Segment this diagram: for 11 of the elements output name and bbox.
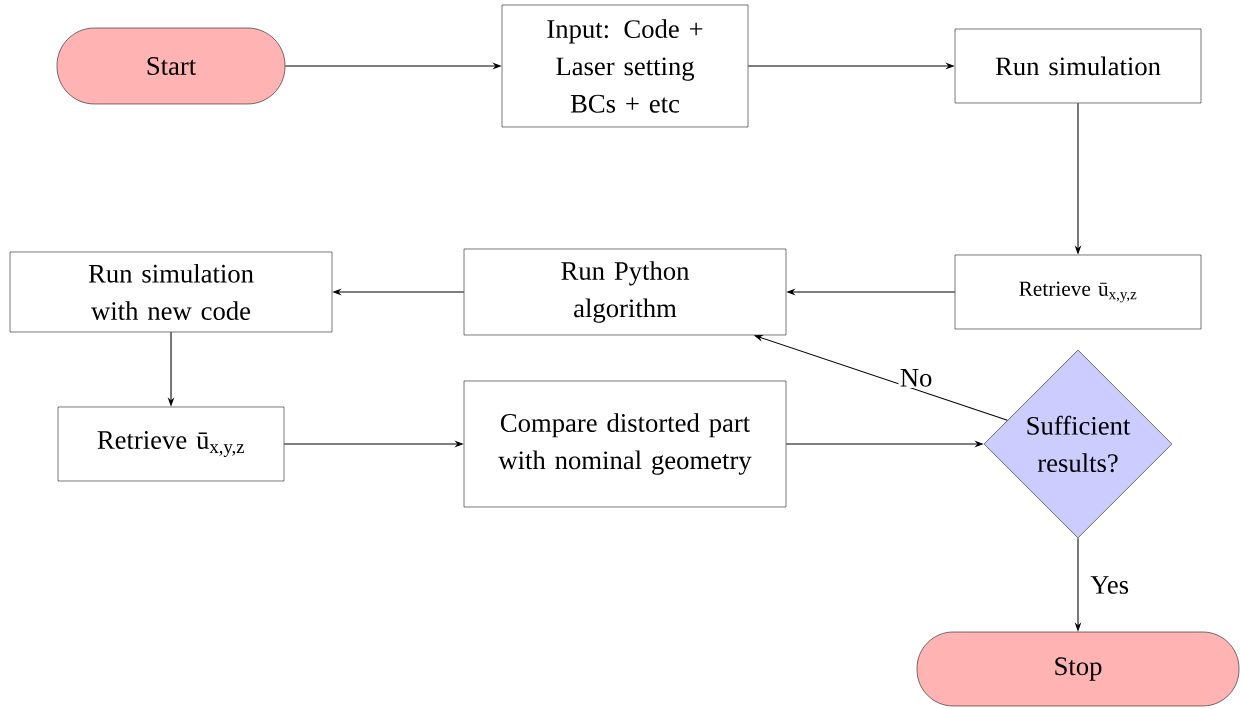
process-box: Retrieve ū$_{x,y,z}$ [954,254,1202,330]
edge-label: Yes [1088,574,1131,596]
process-box: Retrieve ū$_{x,y,z}$ [57,406,285,482]
terminal-box: Stop [916,631,1240,707]
process-box: Run simulation [954,28,1202,104]
process-box: Input: Code + Laser setting BCs + etc [501,4,749,128]
process-box: Run simulation with new code [9,251,333,333]
process-box: Compare distorted part with nominal geometry [463,380,787,508]
terminal-box: Start [56,27,286,105]
edge-label: No [898,367,934,389]
process-box: Run Python algorithm [463,248,787,336]
